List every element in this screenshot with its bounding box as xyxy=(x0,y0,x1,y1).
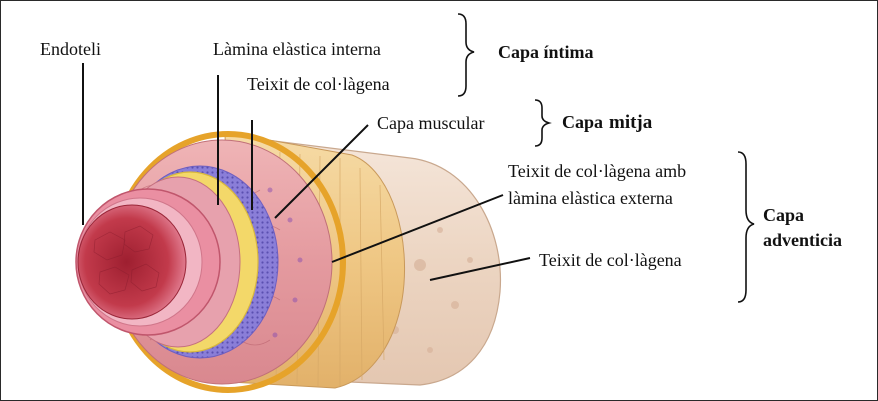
label-teixit-externa-1: Teixit de col·làgena amb xyxy=(508,161,686,181)
lumen xyxy=(78,205,186,319)
label-teixit-adventicia: Teixit de col·làgena xyxy=(539,250,682,270)
label-capa-muscular: Capa muscular xyxy=(377,113,484,133)
group-mitja-word2: mitja xyxy=(609,112,653,133)
group-intima: Capa íntima xyxy=(498,42,594,62)
label-teixit-externa-2: làmina elàstica externa xyxy=(508,188,673,208)
group-adventicia-2: adventicia xyxy=(763,230,842,250)
brace-adventicia xyxy=(738,152,754,302)
label-endoteli: Endoteli xyxy=(40,39,101,59)
group-mitja-word1: Capa xyxy=(562,112,603,132)
brace-mitja xyxy=(535,100,549,146)
label-lamina-interna: Làmina elàstica interna xyxy=(213,39,381,59)
label-teixit-intima: Teixit de col·làgena xyxy=(247,74,390,94)
brace-intima xyxy=(458,14,474,96)
group-adventicia-1: Capa xyxy=(763,205,804,225)
